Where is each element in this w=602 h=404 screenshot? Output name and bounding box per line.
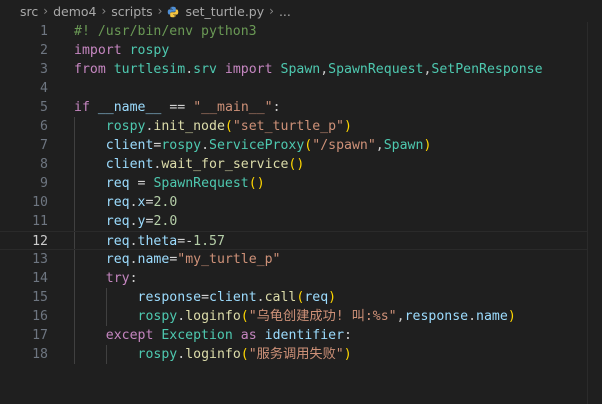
line-code: req.x=2.0 xyxy=(105,195,178,210)
line-number: 9 xyxy=(40,176,48,191)
line-code: from turtlesim.srv import Spawn,SpawnReq… xyxy=(74,62,543,77)
code-line[interactable]: 9 req = SpawnRequest() xyxy=(0,174,602,193)
breadcrumb-more[interactable]: ... xyxy=(278,3,291,19)
code-line[interactable]: 18 rospy.loginfo("服务调用失败") xyxy=(0,345,602,364)
vertical-scrollbar[interactable] xyxy=(587,22,602,404)
line-code: except Exception as identifier: xyxy=(105,328,352,343)
code-line[interactable]: 15 response=client.call(req) xyxy=(0,288,602,307)
code-line[interactable]: 4 xyxy=(0,79,602,98)
line-code: req.theta=-1.57 xyxy=(105,234,225,249)
line-code: req.name="my_turtle_p" xyxy=(105,252,281,267)
line-code: client.wait_for_service() xyxy=(105,157,305,172)
line-number: 10 xyxy=(32,195,48,210)
line-number: 2 xyxy=(40,43,48,58)
code-line[interactable]: 2 import rospy xyxy=(0,41,602,60)
code-line[interactable]: 5 if __name__ == "__main__": xyxy=(0,98,602,117)
indent-guide xyxy=(74,155,75,174)
line-number: 13 xyxy=(32,252,48,267)
code-line[interactable]: 11 req.y=2.0 xyxy=(0,212,602,231)
indent-guide xyxy=(74,193,75,212)
line-code: import rospy xyxy=(74,43,170,58)
line-code: rospy.loginfo("服务调用失败") xyxy=(137,347,352,362)
indent-guide xyxy=(74,288,75,307)
code-line[interactable]: 6 rospy.init_node("set_turtle_p") xyxy=(0,117,602,136)
line-number: 8 xyxy=(40,157,48,172)
line-code: try: xyxy=(105,271,138,286)
line-code: rospy.loginfo("乌龟创建成功! 叫:%s",response.na… xyxy=(137,309,516,324)
indent-guide xyxy=(106,288,107,307)
code-line[interactable]: 7 client=rospy.ServiceProxy("/spawn",Spa… xyxy=(0,136,602,155)
breadcrumb-src[interactable]: src xyxy=(20,3,39,19)
line-code: client=rospy.ServiceProxy("/spawn",Spawn… xyxy=(105,138,432,153)
chevron-right-icon: › xyxy=(101,4,107,18)
chevron-right-icon: › xyxy=(157,4,163,18)
breadcrumb-file-label: set_turtle.py xyxy=(185,3,265,19)
code-lines: 1 #! /usr/bin/env python3 2 import rospy 3 fr… xyxy=(0,22,602,364)
code-line[interactable]: 17 except Exception as identifier: xyxy=(0,326,602,345)
indent-guide xyxy=(106,307,107,326)
code-editor[interactable]: 1 #! /usr/bin/env python3 2 import rospy 3 fr… xyxy=(0,22,602,364)
line-number: 7 xyxy=(40,138,48,153)
line-code: if __name__ == "__main__": xyxy=(74,100,281,115)
line-number: 18 xyxy=(32,347,48,362)
indent-guide xyxy=(106,345,107,364)
line-number: 17 xyxy=(32,328,48,343)
breadcrumb-file[interactable]: set_turtle.py xyxy=(167,4,264,19)
code-line[interactable]: 10 req.x=2.0 xyxy=(0,193,602,212)
line-code: req.y=2.0 xyxy=(105,214,178,229)
indent-guide xyxy=(74,212,75,231)
code-line[interactable]: 1 #! /usr/bin/env python3 xyxy=(0,22,602,41)
line-number: 12 xyxy=(32,234,48,249)
python-file-icon xyxy=(168,6,179,17)
code-line[interactable]: 3 from turtlesim.srv import Spawn,SpawnRe… xyxy=(0,60,602,79)
line-number: 16 xyxy=(32,309,48,324)
line-number: 14 xyxy=(32,271,48,286)
indent-guide xyxy=(74,345,75,364)
line-number: 4 xyxy=(40,81,48,96)
indent-guide xyxy=(74,307,75,326)
code-line[interactable]: 8 client.wait_for_service() xyxy=(0,155,602,174)
indent-guide xyxy=(74,232,75,249)
indent-guide xyxy=(74,117,75,136)
line-number: 5 xyxy=(40,100,48,115)
breadcrumb-scripts[interactable]: scripts xyxy=(111,3,153,19)
line-code: req = SpawnRequest() xyxy=(105,176,265,191)
line-number: 1 xyxy=(40,24,48,39)
line-number: 15 xyxy=(32,290,48,305)
code-line[interactable]: 16 rospy.loginfo("乌龟创建成功! 叫:%s",response… xyxy=(0,307,602,326)
code-line[interactable]: 14 try: xyxy=(0,269,602,288)
indent-guide xyxy=(74,136,75,155)
chevron-right-icon: › xyxy=(269,4,274,18)
breadcrumb-demo4[interactable]: demo4 xyxy=(53,3,97,19)
chevron-right-icon: › xyxy=(43,4,49,18)
indent-guide xyxy=(74,250,75,269)
indent-guide xyxy=(74,326,75,345)
code-line[interactable]: 13 req.name="my_turtle_p" xyxy=(0,250,602,269)
line-number: 11 xyxy=(32,214,48,229)
indent-guide xyxy=(74,174,75,193)
line-number: 3 xyxy=(40,62,48,77)
indent-guide xyxy=(74,269,75,288)
line-code: rospy.init_node("set_turtle_p") xyxy=(105,119,352,134)
breadcrumb: src › demo4 › scripts › set_turtle.py › … xyxy=(0,0,602,22)
line-number: 6 xyxy=(40,119,48,134)
line-code: response=client.call(req) xyxy=(137,290,337,305)
code-line[interactable]: 12 req.theta=-1.57 xyxy=(0,231,602,250)
line-code: #! /usr/bin/env python3 xyxy=(74,24,257,39)
